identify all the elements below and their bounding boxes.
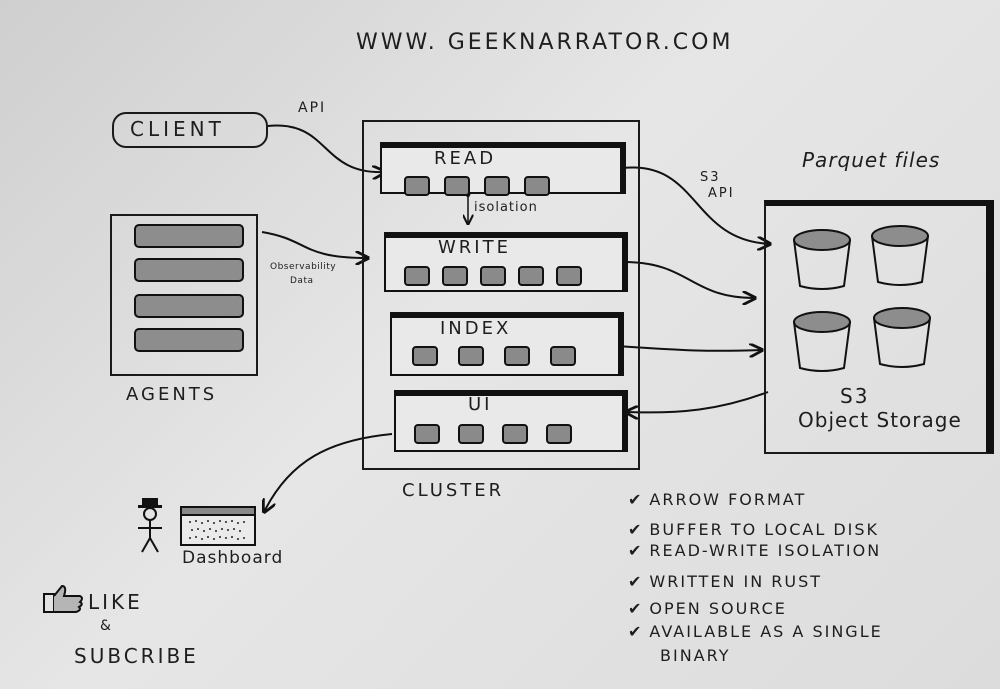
process-chip — [442, 266, 468, 286]
client-label: CLIENT — [130, 117, 225, 141]
s3-name-line1: S3 — [840, 384, 870, 408]
index-service-label: INDEX — [440, 318, 512, 339]
feature-item: ✔BUFFER TO LOCAL DISK — [628, 520, 880, 539]
write-service — [384, 232, 628, 292]
site-url[interactable]: WWW. GEEKNARRATOR.COM — [356, 30, 734, 55]
ampersand-label: & — [100, 618, 113, 634]
bucket-icon — [793, 311, 851, 372]
s3-to-ui-arrow — [626, 391, 769, 412]
agent-bar — [134, 224, 244, 248]
process-chip — [458, 424, 484, 444]
like-button[interactable]: LIKE — [88, 590, 143, 614]
s3-api-label-line2: API — [708, 186, 735, 201]
client-to-read-arrow — [267, 124, 385, 173]
person-icon — [138, 498, 162, 553]
subscribe-button[interactable]: SUBCRIBE — [74, 644, 199, 668]
agent-bar — [134, 294, 244, 318]
process-chip — [404, 266, 430, 286]
s3-name-line2: Object Storage — [798, 408, 962, 432]
process-chip — [412, 346, 438, 366]
feature-item: ✔READ-WRITE ISOLATION — [628, 541, 882, 560]
process-chip — [414, 424, 440, 444]
read-to-s3-arrow — [621, 166, 770, 244]
process-chip — [404, 176, 430, 196]
check-icon: ✔ — [628, 622, 644, 641]
process-chip — [480, 266, 506, 286]
process-chip — [444, 176, 470, 196]
bucket-icon — [793, 229, 851, 290]
observability-label: Observability — [270, 262, 337, 272]
agent-bar — [134, 258, 244, 282]
client-box — [112, 112, 268, 148]
process-chip — [504, 346, 530, 366]
agents-box — [110, 214, 258, 376]
ui-to-dashboard-arrow — [264, 433, 393, 512]
write-service-label: WRITE — [438, 237, 511, 258]
isolation-label: isolation — [474, 200, 538, 215]
bucket-icon — [871, 225, 929, 286]
s3-storage-box — [764, 200, 994, 454]
check-icon: ✔ — [628, 490, 644, 509]
dashboard-screen-icon[interactable] — [180, 506, 256, 546]
cluster-box — [362, 120, 640, 470]
observability-data-label: Data — [290, 276, 314, 286]
process-chip — [546, 424, 572, 444]
index-to-s3-arrow — [615, 346, 762, 351]
check-icon: ✔ — [628, 541, 644, 560]
write-to-s3-arrow — [623, 261, 755, 298]
process-chip — [484, 176, 510, 196]
process-chip — [518, 266, 544, 286]
api-label: API — [298, 100, 327, 116]
process-chip — [458, 346, 484, 366]
s3-api-label-line1: S3 — [700, 170, 721, 185]
dashboard-label: Dashboard — [182, 548, 284, 568]
check-icon: ✔ — [628, 572, 644, 591]
feature-item: ✔ARROW FORMAT — [628, 490, 807, 509]
cluster-label: CLUSTER — [402, 480, 505, 501]
bucket-icon — [873, 307, 931, 368]
ui-service-label: UI — [468, 394, 493, 415]
feature-item: ✔OPEN SOURCE — [628, 599, 787, 618]
process-chip — [550, 346, 576, 366]
feature-item-continuation: BINARY — [660, 646, 731, 665]
feature-item: ✔WRITTEN IN RUST — [628, 572, 823, 591]
check-icon: ✔ — [628, 520, 644, 539]
read-service-label: READ — [434, 148, 497, 169]
parquet-files-label: Parquet files — [802, 148, 941, 172]
agent-bar — [134, 328, 244, 352]
agents-label: AGENTS — [126, 384, 218, 405]
process-chip — [556, 266, 582, 286]
agents-to-write-arrow — [261, 231, 368, 258]
process-chip — [502, 424, 528, 444]
check-icon: ✔ — [628, 599, 644, 618]
thumbs-up-icon[interactable] — [40, 584, 86, 614]
process-chip — [524, 176, 550, 196]
feature-item: ✔AVAILABLE AS A SINGLE — [628, 622, 883, 641]
